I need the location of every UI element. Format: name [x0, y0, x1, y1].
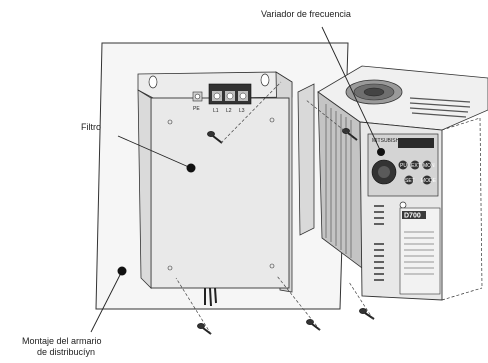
l1-label: L1 [213, 108, 219, 114]
screw-filter-top [207, 131, 223, 144]
model-cover [399, 207, 441, 295]
screw-inverter-top [342, 128, 358, 141]
l2-label: L2 [226, 108, 232, 114]
line-filter [137, 71, 293, 307]
model-label: D700 [404, 213, 421, 220]
cooling-fan [345, 79, 403, 105]
terminal-block [208, 83, 252, 105]
screw-filter-bottom-right [306, 319, 321, 331]
label-cabinet-line1: Montaje del armario [22, 336, 102, 346]
mounting-slot-left [148, 75, 158, 89]
callout-filter-dot [186, 163, 196, 173]
front-screw [399, 201, 407, 209]
label-lines [404, 231, 434, 275]
pe-terminal [192, 91, 203, 102]
key-mon: MON [423, 163, 435, 169]
key-pu: PU [400, 163, 407, 169]
control-terminals [374, 205, 384, 281]
callout-inverter-leader [321, 26, 382, 153]
callout-filter-leader [117, 135, 192, 169]
callout-inverter-dot [377, 148, 385, 156]
key-mode: MODE [421, 178, 437, 184]
brand-label: MITSUBISHI [372, 138, 401, 144]
heatsink-fins [325, 104, 352, 258]
pe-label: PE [193, 106, 200, 112]
inverter-outline-dashed [441, 117, 483, 301]
screw-filter-bottom-left [197, 323, 212, 335]
mounting-slot-right [260, 73, 270, 87]
top-vents [409, 97, 471, 118]
label-filter: Filtro [81, 122, 101, 132]
key-set: SET [405, 178, 415, 184]
l3-label: L3 [239, 108, 245, 114]
callout-cabinet-dot [117, 266, 127, 276]
filter-cables [204, 287, 217, 307]
label-inverter: Variador de frecuencia [261, 9, 351, 19]
label-cabinet-line2: de distribucíyn [37, 347, 95, 357]
mounting-guide-lines [175, 81, 374, 335]
key-ext: EXT [411, 163, 421, 169]
callout-cabinet-leader [90, 270, 123, 333]
display [398, 138, 434, 148]
